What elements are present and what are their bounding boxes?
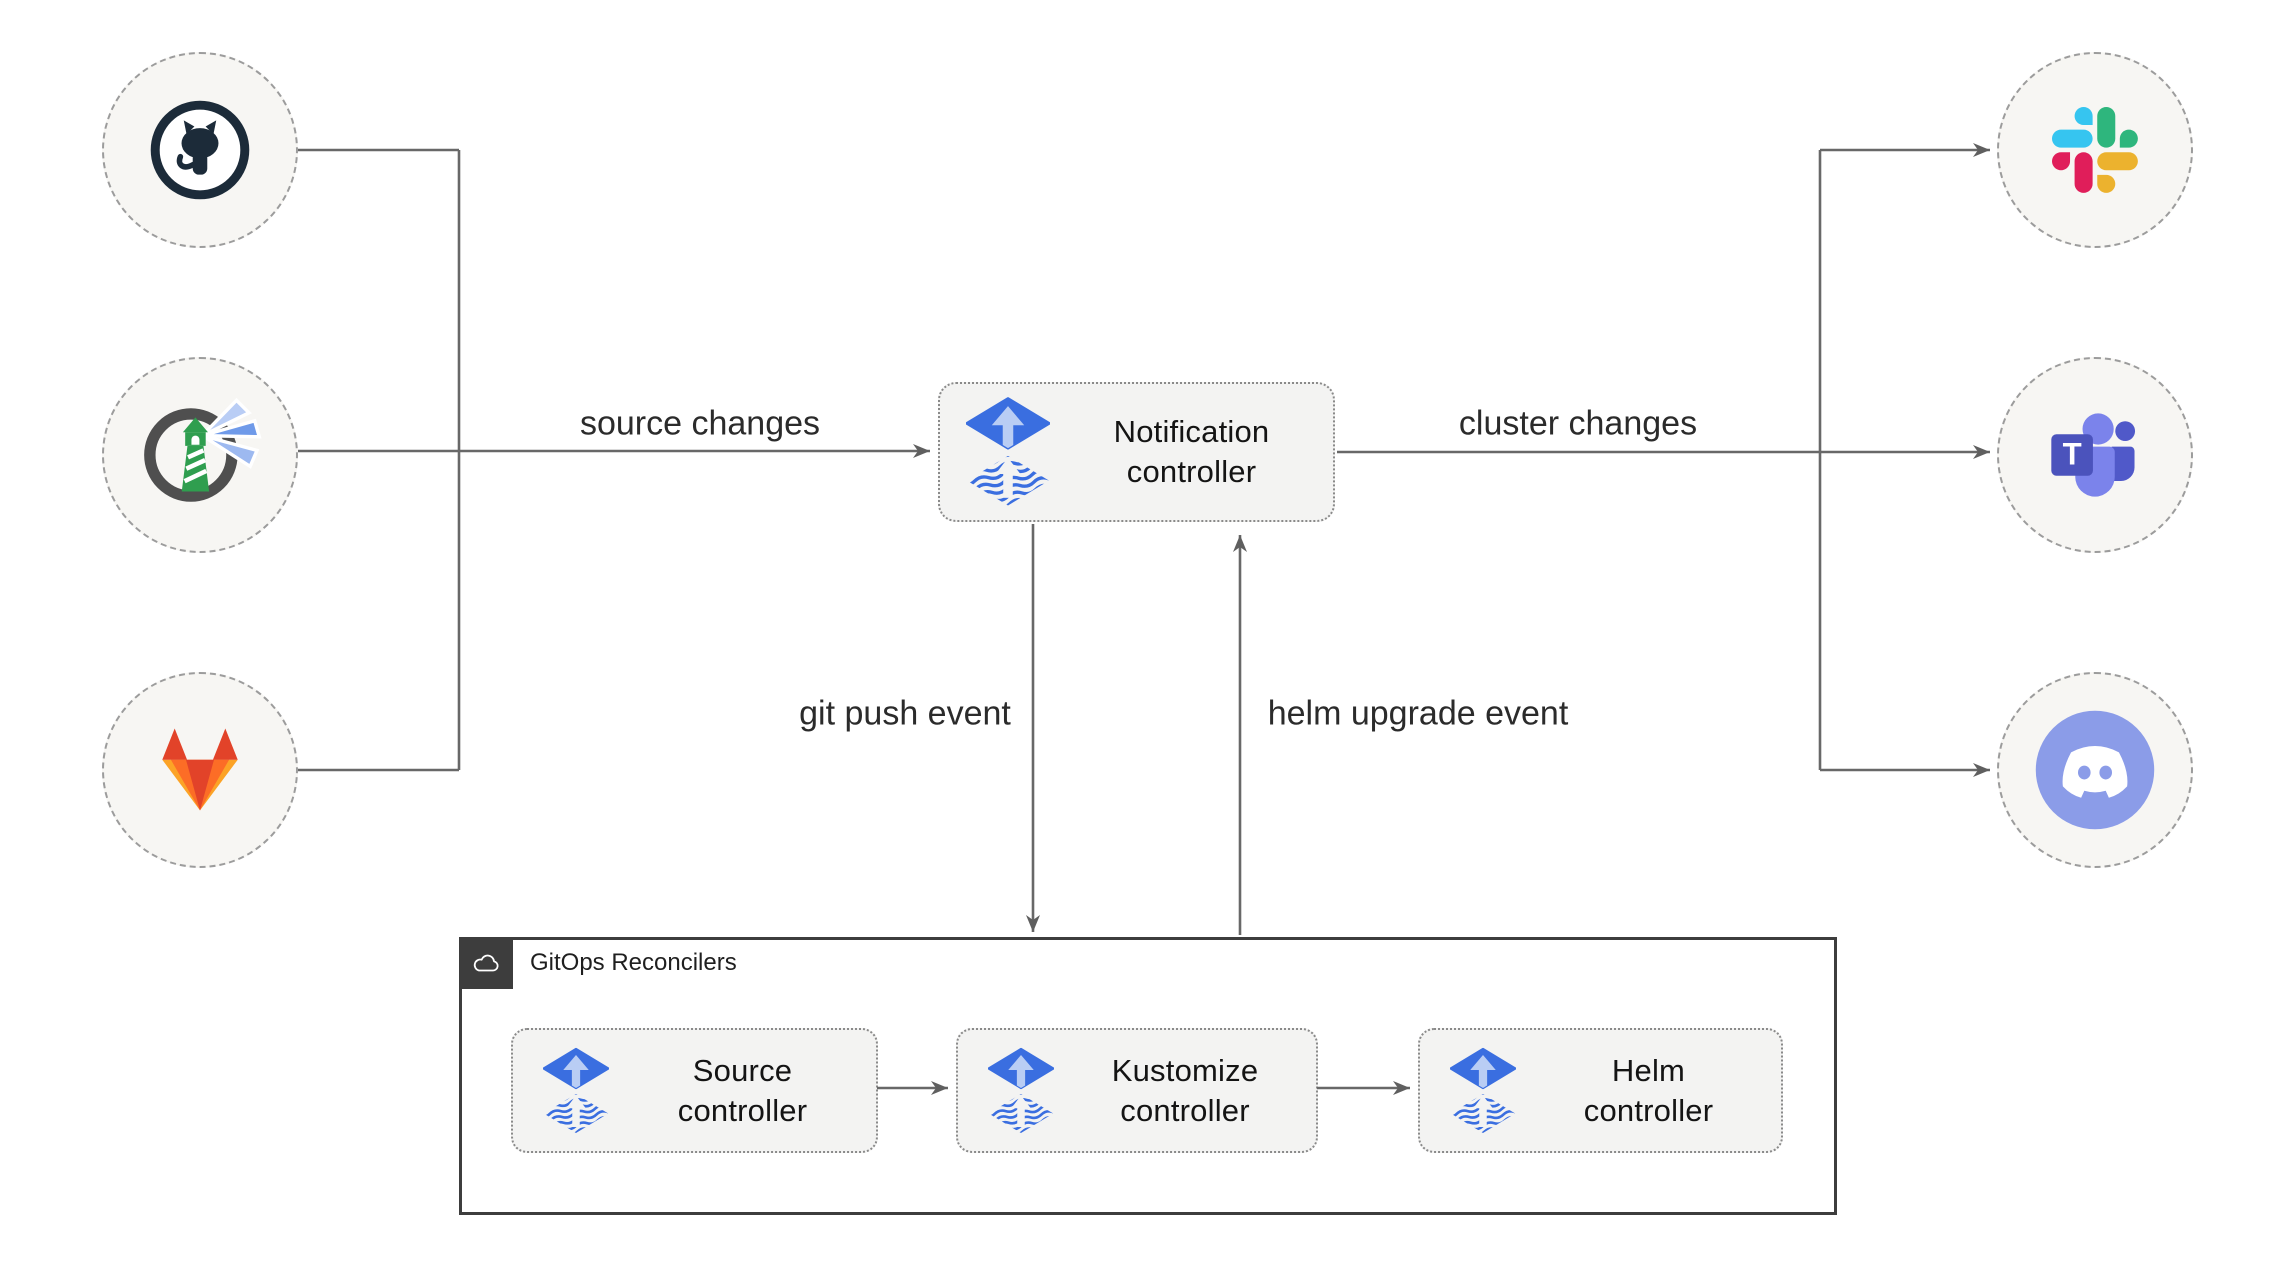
source-controller-node: Source controller bbox=[511, 1028, 878, 1153]
target-slack-node bbox=[1997, 52, 2193, 248]
source-harbor-node bbox=[102, 357, 298, 553]
teams-letter: T bbox=[2063, 436, 2082, 471]
source-github-node bbox=[102, 52, 298, 248]
source-controller-label-line2: controller bbox=[677, 1092, 808, 1128]
flux-icon bbox=[1449, 1047, 1517, 1135]
teams-icon: T bbox=[2051, 413, 2136, 497]
notification-controller-label-line2: controller bbox=[1126, 454, 1257, 489]
discord-icon bbox=[2035, 710, 2155, 830]
kustomize-controller-label-line2: controller bbox=[1120, 1092, 1250, 1128]
source-controller-label: Source controller bbox=[609, 1051, 876, 1131]
source-gitlab-node bbox=[102, 672, 298, 868]
cloud-icon bbox=[473, 954, 499, 972]
flux-icon bbox=[987, 1047, 1055, 1135]
github-icon bbox=[150, 100, 250, 200]
source-controller-label-line1: Source bbox=[692, 1052, 793, 1088]
helm-controller-label-line2: controller bbox=[1583, 1092, 1714, 1128]
notification-controller-label-line1: Notification bbox=[1113, 414, 1270, 449]
flux-icon bbox=[965, 397, 1051, 507]
edge-label-cluster-changes: cluster changes bbox=[1458, 404, 1698, 443]
kustomize-controller-label-line1: Kustomize bbox=[1111, 1052, 1259, 1088]
target-teams-node: T bbox=[1997, 357, 2193, 553]
edge-label-helm-upgrade-event: helm upgrade event bbox=[1267, 694, 1569, 733]
slack-icon bbox=[2052, 107, 2138, 193]
helm-controller-label: Helm controller bbox=[1516, 1051, 1781, 1131]
helm-controller-label-line1: Helm bbox=[1611, 1052, 1686, 1088]
flux-icon bbox=[542, 1047, 610, 1135]
kustomize-controller-label: Kustomize controller bbox=[1054, 1051, 1316, 1131]
gitops-header-badge bbox=[459, 937, 513, 989]
notification-controller-node: Notification controller bbox=[938, 382, 1335, 522]
target-discord-node bbox=[1997, 672, 2193, 868]
gitops-reconcilers-title: GitOps Reconcilers bbox=[530, 949, 737, 976]
gitlab-icon bbox=[162, 727, 238, 810]
harbor-lighthouse-icon bbox=[144, 397, 262, 502]
gitops-reconcilers-container: GitOps Reconcilers Source controller bbox=[459, 937, 1837, 1215]
edge-label-source-changes: source changes bbox=[579, 404, 821, 443]
edge-label-git-push-event: git push event bbox=[799, 694, 1011, 733]
notification-controller-label: Notification controller bbox=[1050, 412, 1333, 492]
kustomize-controller-node: Kustomize controller bbox=[956, 1028, 1318, 1153]
helm-controller-node: Helm controller bbox=[1418, 1028, 1783, 1153]
